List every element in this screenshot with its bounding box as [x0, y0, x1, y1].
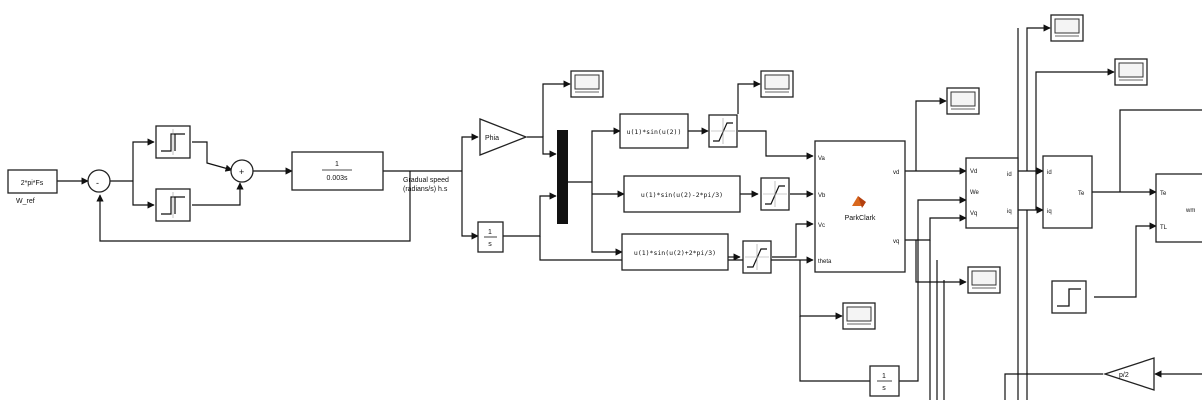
- m1-port-we: We: [970, 190, 980, 196]
- mux-block[interactable]: [557, 130, 568, 224]
- park-port-vq: vq: [893, 239, 899, 245]
- m3-port-te: Te: [1160, 191, 1167, 197]
- sum-block-2[interactable]: +: [230, 159, 254, 183]
- gain-block-phi[interactable]: Phia: [479, 118, 528, 156]
- fcn-block-c[interactable]: u(1)*sin(u(2)+2*pi/3): [621, 233, 729, 271]
- saturation-block-3[interactable]: [742, 240, 772, 274]
- sum1-sign: -: [96, 178, 99, 188]
- bottom-integrator-num: 1: [882, 373, 886, 380]
- ramp-label-line1: Gradual speed: [403, 177, 449, 184]
- fcn-b-expr: u(1)*sin(u(2)-2*pi/3): [641, 191, 723, 199]
- m2-port-iq: iq: [1047, 209, 1052, 215]
- source-label: W_ref: [16, 198, 35, 205]
- integrator-den: s: [488, 241, 492, 248]
- m3-port-wm: wm: [1185, 208, 1195, 214]
- constant-block-source[interactable]: 2*pi*Fs W_ref: [7, 169, 58, 205]
- m1-port-vd: Vd: [970, 169, 977, 175]
- park-port-vb: Vb: [818, 193, 826, 199]
- matlab-logo-icon: [852, 196, 866, 208]
- bottom-integrator-den: s: [882, 385, 886, 392]
- sum2-sign: +: [239, 167, 244, 177]
- m1-port-vq: Vq: [970, 211, 977, 217]
- tf-denominator: 0.003s: [326, 175, 348, 182]
- gain-block-p2[interactable]: p/2: [1102, 357, 1155, 391]
- m3-port-tl: TL: [1160, 225, 1168, 231]
- tf-numerator: 1: [335, 161, 339, 168]
- scope-block-5[interactable]: [842, 302, 876, 330]
- machine-subsystem-3[interactable]: Te TL wm: [1155, 173, 1202, 243]
- scope-block-2[interactable]: [760, 70, 794, 98]
- signal-wires: [57, 24, 1202, 400]
- relay-block-1[interactable]: [155, 125, 191, 159]
- scope-block-3[interactable]: [946, 87, 980, 115]
- source-expr: 2*pi*Fs: [21, 180, 44, 187]
- park-title: ParkClark: [845, 215, 876, 222]
- park-port-theta: theta: [818, 259, 832, 265]
- machine-subsystem-2[interactable]: id iq Te: [1042, 155, 1093, 229]
- fcn-a-expr: u(1)*sin(u(2)): [627, 128, 682, 136]
- scope-block-7[interactable]: [1114, 58, 1148, 86]
- ramp-label-line2: (radians/s) h.s: [403, 186, 448, 193]
- relay-block-2[interactable]: [155, 188, 191, 222]
- park-port-vd: vd: [893, 170, 899, 176]
- scope-block-4[interactable]: [967, 266, 1001, 294]
- sum-block-1[interactable]: -: [87, 169, 111, 193]
- parkclark-subsystem-block[interactable]: Va Vb Vc theta vd vq ParkClark: [814, 140, 906, 273]
- ramp-annotation: Gradual speed (radians/s) h.s: [403, 177, 449, 193]
- saturation-block-1[interactable]: [708, 114, 738, 148]
- m2-port-id: id: [1047, 170, 1052, 176]
- fcn-c-expr: u(1)*sin(u(2)+2*pi/3): [634, 249, 716, 257]
- m1-port-id: id: [1007, 172, 1012, 178]
- fcn-block-a[interactable]: u(1)*sin(u(2)): [619, 113, 689, 149]
- m1-port-iq: iq: [1007, 209, 1012, 215]
- machine-subsystem-1[interactable]: Vd We Vq id iq: [965, 157, 1019, 229]
- scope-block-6[interactable]: [1050, 14, 1084, 42]
- bottom-integrator-block[interactable]: 1 s: [869, 365, 900, 397]
- fcn-block-b[interactable]: u(1)*sin(u(2)-2*pi/3): [623, 175, 741, 213]
- saturation-block-2[interactable]: [760, 177, 790, 211]
- gain-p2-label: p/2: [1119, 372, 1129, 379]
- m2-port-te: Te: [1078, 191, 1085, 197]
- gain-phi-label: Phia: [485, 135, 499, 142]
- integrator-block[interactable]: 1 s: [477, 221, 504, 253]
- scope-block-1[interactable]: [570, 70, 604, 98]
- park-port-va: Va: [818, 156, 826, 162]
- step-block[interactable]: [1051, 280, 1087, 314]
- integrator-num: 1: [488, 229, 492, 236]
- transfer-function-block[interactable]: 1 0.003s: [291, 151, 384, 191]
- park-port-vc: Vc: [818, 223, 825, 229]
